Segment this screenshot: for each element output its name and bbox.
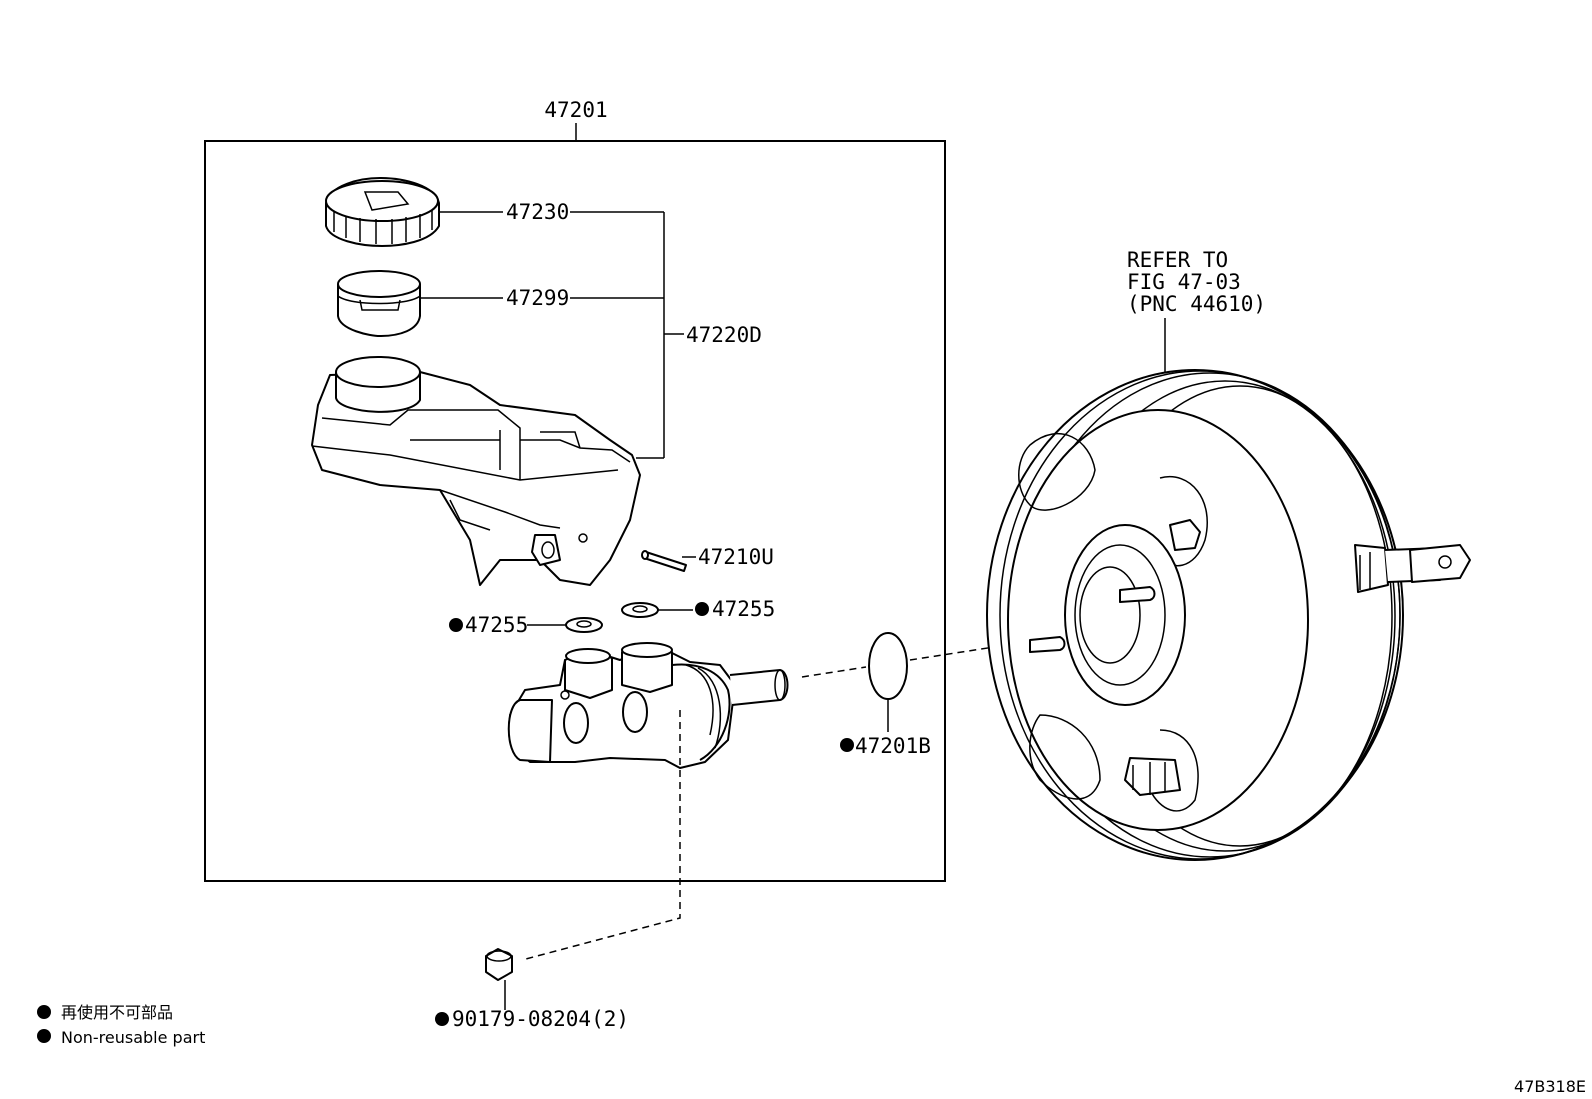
alignment-line-main: [801, 642, 1021, 678]
refer-note: REFER TO FIG 47-03 (PNC 44610): [1127, 248, 1266, 372]
legend-line-1: 再使用不可部品: [61, 1003, 173, 1022]
label-grommet-right[interactable]: 47255: [712, 597, 775, 621]
legend: 再使用不可部品 Non-reusable part: [37, 1003, 205, 1047]
o-ring[interactable]: [868, 632, 908, 700]
label-strainer[interactable]: 47299: [506, 286, 569, 310]
reservoir-set-bracket: [570, 211, 684, 459]
brake-fluid-reservoir[interactable]: [311, 356, 641, 586]
figure-code: 47B318E: [1514, 1077, 1586, 1096]
label-grommet-left[interactable]: 47255: [465, 613, 528, 637]
reservoir-pin[interactable]: [641, 550, 687, 572]
label-pin[interactable]: 47210U: [698, 545, 774, 569]
label-cap[interactable]: 47230: [506, 200, 569, 224]
alignment-line-plug: [521, 710, 681, 961]
label-assembly[interactable]: 47201: [544, 98, 607, 122]
label-reservoir-set[interactable]: 47220D: [686, 323, 762, 347]
assembly-box: [204, 140, 946, 882]
grommet-right[interactable]: [621, 602, 659, 618]
refer-line-2: FIG 47-03: [1127, 270, 1241, 294]
label-plug[interactable]: 90179-08204(2): [452, 1007, 629, 1031]
plug[interactable]: [485, 948, 513, 981]
master-cylinder-body[interactable]: [507, 642, 789, 769]
legend-line-2: Non-reusable part: [61, 1028, 205, 1047]
reservoir-cap[interactable]: [325, 177, 440, 247]
grommet-left[interactable]: [565, 617, 603, 633]
assembly-group: 47201: [204, 98, 946, 882]
reservoir-strainer[interactable]: [337, 270, 421, 337]
refer-line-3: (PNC 44610): [1127, 292, 1266, 316]
label-oring[interactable]: 47201B: [855, 734, 931, 758]
refer-line-1: REFER TO: [1127, 248, 1228, 272]
brake-booster[interactable]: [986, 369, 1471, 861]
